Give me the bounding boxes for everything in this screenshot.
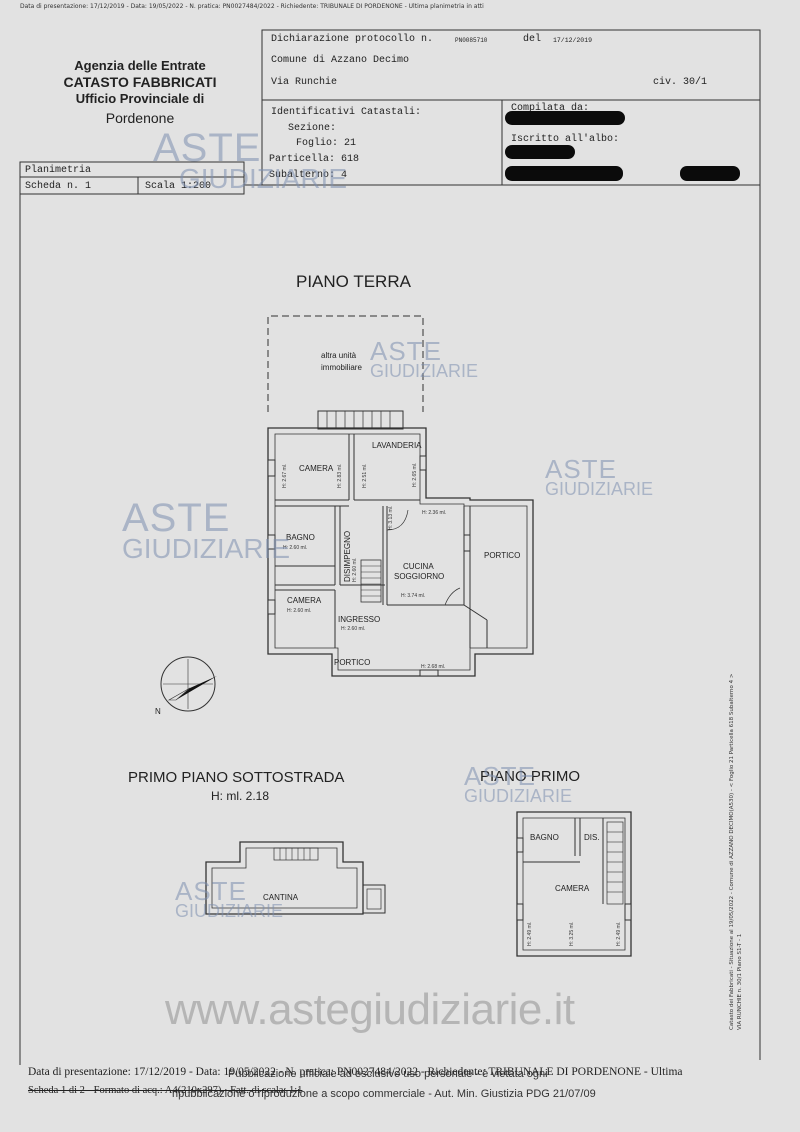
protocol-label: Dichiarazione protocollo n. xyxy=(271,34,434,45)
redacted-number xyxy=(505,166,623,181)
agency-block: Agenzia delle Entrate CATASTO FABBRICATI… xyxy=(40,58,240,129)
identificativi-label: Identificativi Catastali: xyxy=(271,107,422,118)
scala-label: Scala 1:200 xyxy=(145,181,212,192)
side-catasto-text: Catasto dei Fabbricati - Situazione al 1… xyxy=(728,610,744,1030)
del-date: 17/12/2019 xyxy=(553,37,593,44)
height-15: H: 2.49 ml. xyxy=(616,922,622,946)
protocol-number: PN0085710 xyxy=(455,37,488,44)
label-lavanderia: LAVANDERIA xyxy=(372,441,422,450)
side-line-1: Catasto dei Fabbricati - Situazione al 1… xyxy=(729,673,735,1030)
height-6: H: 2.36 ml. xyxy=(422,510,446,516)
redacted-compilata xyxy=(505,111,625,125)
footer-line-1: Data di presentazione: 17/12/2019 - Data… xyxy=(28,1066,683,1078)
footer-notice-2: ripubblicazione o riproduzione a scopo c… xyxy=(172,1088,596,1100)
height-3: H: 2.51 ml. xyxy=(362,464,368,488)
sottostrada-height: H: ml. 2.18 xyxy=(211,789,269,803)
presentation-header-line: Data di presentazione: 17/12/2019 - Data… xyxy=(20,3,484,10)
height-5: H: 3.13 ml. xyxy=(388,506,394,530)
label-camera-1: CAMERA xyxy=(299,464,334,473)
label-altra-unita-1: altra unità xyxy=(321,351,357,360)
comune-field: Comune di Azzano Decimo xyxy=(271,55,410,66)
side-line-2: VIA RUNCHIE n. 30/1 Piano S1-T - 1 xyxy=(737,933,743,1030)
height-7: H: 2.60 ml. xyxy=(283,545,307,551)
title-primo-sottostrada: PRIMO PIANO SOTTOSTRADA xyxy=(128,769,344,786)
subalterno-field: Subalterno: 4 xyxy=(269,170,348,181)
redacted-province xyxy=(680,166,740,181)
title-piano-terra: PIANO TERRA xyxy=(296,272,412,291)
civico-field: civ. 30/1 xyxy=(653,77,708,88)
redacted-albo xyxy=(505,145,575,159)
footer-line-2: Scheda 1 di 2 - Formato di acq.: A4(210x… xyxy=(28,1085,303,1096)
sezione-field: Sezione: xyxy=(288,123,337,134)
title-piano-primo: PIANO PRIMO xyxy=(480,768,580,785)
via-field: Via Runchie xyxy=(271,77,338,88)
watermark-site: www.astegiudiziarie.it xyxy=(165,985,575,1034)
office-city: Pordenone xyxy=(105,110,175,126)
label-altra-unita-2: immobiliare xyxy=(321,363,362,372)
label-cucina: CUCINA xyxy=(403,562,434,571)
label-dis-pp: DIS. xyxy=(584,833,600,842)
compilata-label: Compilata da: xyxy=(511,103,590,114)
height-2: H: 2.83 ml. xyxy=(337,464,343,488)
height-14: H: 3.25 ml. xyxy=(569,922,575,946)
office-label: Ufficio Provinciale di xyxy=(75,91,205,106)
height-9: H: 3.74 ml. xyxy=(401,593,425,599)
label-portico: PORTICO xyxy=(484,551,520,560)
compass-north: N xyxy=(155,707,161,716)
label-bagno: BAGNO xyxy=(286,533,315,542)
particella-field: Particella: 618 xyxy=(269,154,360,165)
del-label: del xyxy=(523,34,542,45)
label-soggiorno: SOGGIORNO xyxy=(394,572,444,581)
foglio-field: Foglio: 21 xyxy=(296,138,357,149)
catasto-title: CATASTO FABBRICATI xyxy=(63,74,217,90)
footer-notice-1: Pubblicazione ufficiale ad esclusivo uso… xyxy=(228,1068,548,1080)
label-bagno-pp: BAGNO xyxy=(530,833,559,842)
height-1: H: 2.67 ml. xyxy=(282,464,288,488)
height-10: H: 2.60 ml. xyxy=(287,608,311,614)
label-disimpegno: DISIMPEGNO xyxy=(343,531,352,582)
label-camera-pp: CAMERA xyxy=(555,884,590,893)
label-camera-2: CAMERA xyxy=(287,596,322,605)
agency-name: Agenzia delle Entrate xyxy=(74,58,206,73)
label-cantina: CANTINA xyxy=(263,893,299,902)
height-13: H: 2.49 ml. xyxy=(527,922,533,946)
label-ingresso: INGRESSO xyxy=(338,615,380,624)
height-11: H: 2.60 ml. xyxy=(341,626,365,632)
height-12: H: 2.68 ml. xyxy=(421,664,445,670)
height-4: H: 2.65 ml. xyxy=(412,463,418,487)
iscritto-label: Iscritto all'albo: xyxy=(511,134,620,145)
scheda-label: Scheda n. 1 xyxy=(25,181,92,192)
height-8: H: 2.60 ml. xyxy=(352,558,358,582)
label-portico-2: PORTICO xyxy=(334,658,370,667)
compass-icon: N xyxy=(155,656,217,716)
planimetria-label: Planimetria xyxy=(25,165,92,176)
